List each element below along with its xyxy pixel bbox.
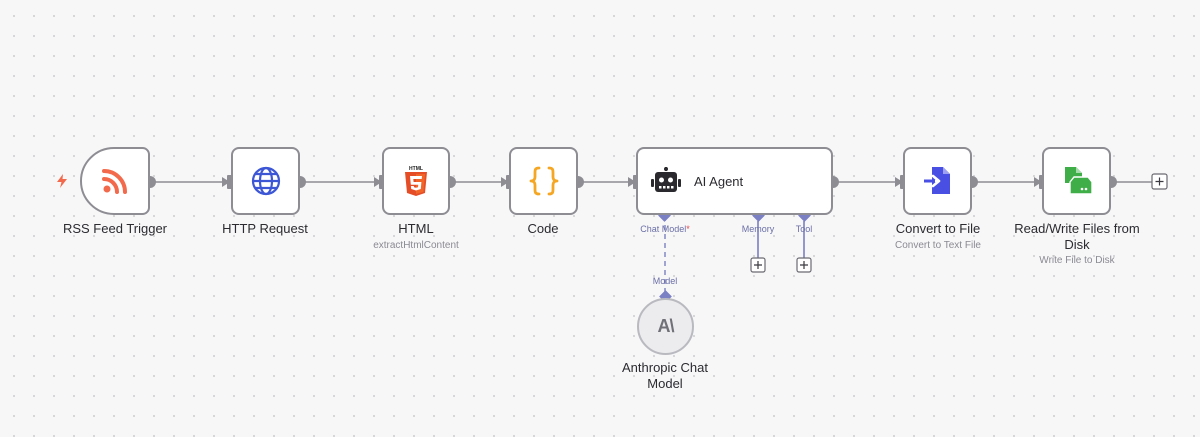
node-http-request[interactable] xyxy=(231,147,300,215)
port-label-model: Model xyxy=(652,276,678,286)
code-braces-icon xyxy=(529,165,559,197)
anthropic-icon: A\ xyxy=(657,316,675,336)
port-label-memory: Memory xyxy=(741,224,775,234)
node-anthropic-chat-model[interactable]: A\ xyxy=(637,298,694,355)
trigger-bolt-icon xyxy=(57,174,67,188)
arrowhead xyxy=(1034,177,1042,187)
rss-icon xyxy=(100,166,130,196)
add-tool-button[interactable] xyxy=(796,257,812,273)
node-code[interactable] xyxy=(509,147,578,215)
port-label-tool: Tool xyxy=(795,224,813,234)
node-label-convert-to-file: Convert to File xyxy=(895,221,981,236)
globe-icon xyxy=(250,165,282,197)
node-convert-to-file[interactable] xyxy=(903,147,972,215)
node-label-ai-agent: AI Agent xyxy=(694,173,744,189)
robot-icon xyxy=(650,167,682,195)
node-rss-feed-trigger[interactable] xyxy=(80,147,150,215)
add-node-button[interactable] xyxy=(1151,173,1168,190)
port-label-chat-model: Chat Model* xyxy=(640,224,690,234)
node-read-write-files[interactable] xyxy=(1042,147,1111,215)
node-html[interactable]: HTML xyxy=(382,147,450,215)
node-label-anthropic-chat-model: Anthropic Chat Model xyxy=(622,360,708,391)
arrowhead xyxy=(628,177,636,187)
arrowhead xyxy=(374,177,382,187)
node-label-read-write-files: Read/Write Files from Disk xyxy=(1014,221,1140,252)
convert-file-icon xyxy=(923,165,953,197)
svg-text:HTML: HTML xyxy=(409,166,423,172)
node-label-code: Code xyxy=(527,221,559,236)
arrowhead xyxy=(895,177,903,187)
html5-icon: HTML xyxy=(403,165,429,197)
arrowhead xyxy=(222,177,230,187)
node-label-html: HTML xyxy=(398,221,434,236)
node-subtitle-html: extractHtmlContent xyxy=(373,240,459,251)
arrowhead xyxy=(501,177,509,187)
add-memory-button[interactable] xyxy=(750,257,766,273)
node-ai-agent[interactable]: AI Agent xyxy=(636,147,833,215)
node-subtitle-convert-to-file: Convert to Text File xyxy=(895,240,981,251)
node-label-http-request: HTTP Request xyxy=(222,221,308,236)
disk-file-icon xyxy=(1061,165,1093,197)
node-subtitle-read-write-files: Write File to Disk xyxy=(1039,255,1115,266)
node-label-rss-feed-trigger: RSS Feed Trigger xyxy=(62,221,168,236)
